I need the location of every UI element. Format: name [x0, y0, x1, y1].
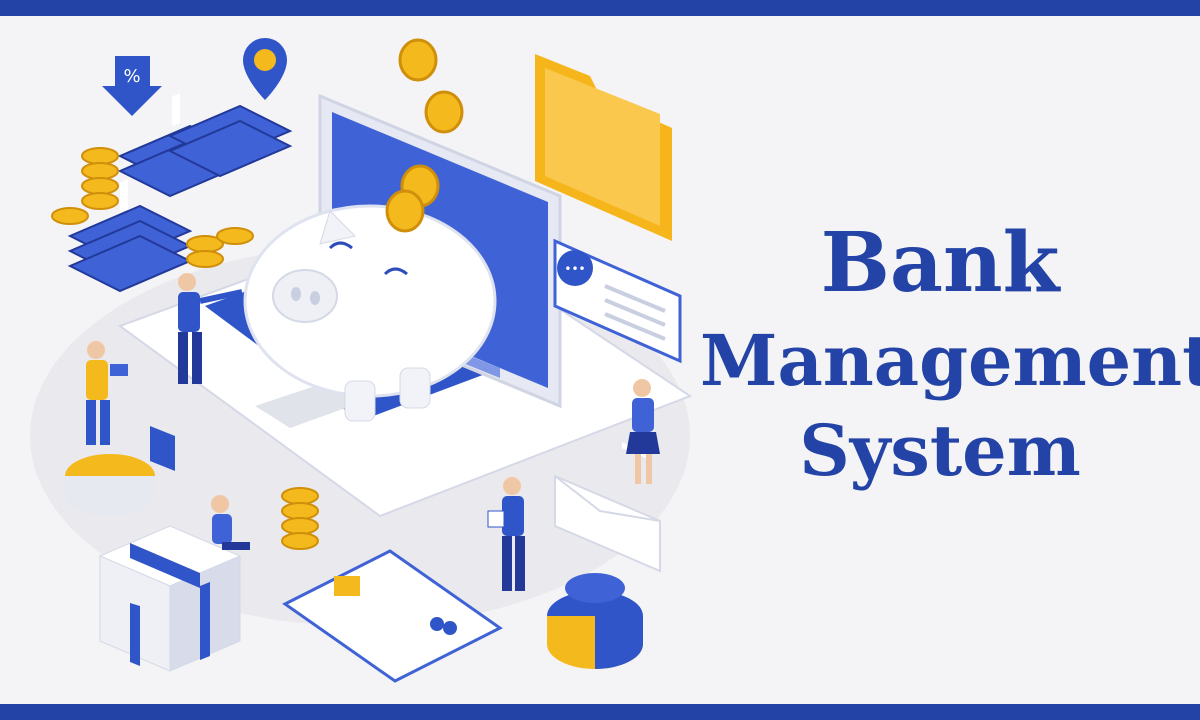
gift-box-icon: [98, 525, 242, 672]
title-line-bank: Bank: [820, 215, 1060, 311]
coin-icon: [385, 38, 464, 233]
chat-bubble-icon: •••: [553, 238, 682, 364]
person-icon: [86, 273, 660, 591]
bottom-border-bar: [0, 704, 1200, 720]
money-stack-icon: [67, 93, 293, 293]
chat-dots: •••: [564, 262, 585, 276]
title-line-system: System: [799, 409, 1081, 492]
pie-chart-icon: [65, 426, 643, 669]
location-pin-icon: [243, 38, 287, 100]
top-border-bar: [0, 0, 1200, 16]
percent-arrow-icon: %: [102, 56, 162, 116]
banking-illustration: %: [30, 38, 693, 683]
title-line-management: Management: [700, 319, 1200, 402]
folder-icon: [535, 54, 672, 461]
percent-label: %: [123, 66, 140, 87]
envelope-icon: [554, 474, 661, 573]
coin-stack-icon: [51, 147, 319, 550]
title-block: Bank Management System: [700, 215, 1200, 492]
credit-card-icon: [282, 549, 503, 683]
piggy-bank-icon: [243, 204, 497, 422]
